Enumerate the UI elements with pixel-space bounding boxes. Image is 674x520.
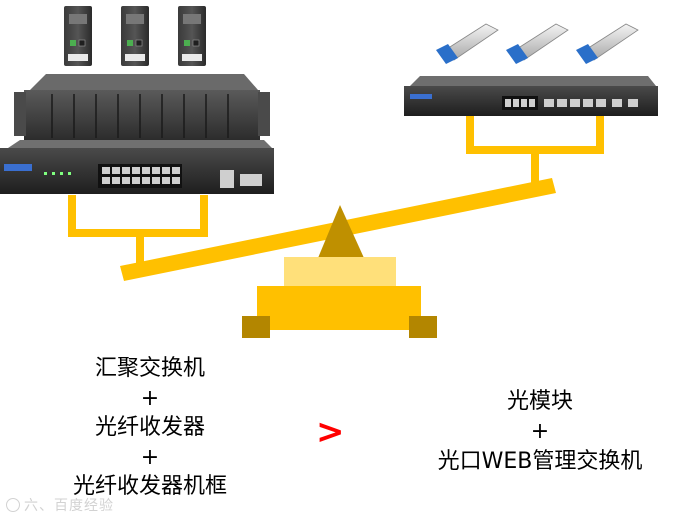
- right-plus-1: +: [530, 419, 550, 444]
- sfp-module-3: [576, 23, 639, 64]
- right-line-web-managed-switch: 光口WEB管理交换机: [437, 449, 643, 474]
- left-pan: [68, 195, 208, 265]
- scale-base: [257, 286, 421, 330]
- scale-pedestal-top: [284, 257, 396, 287]
- sfp-module-group: [436, 23, 639, 64]
- scale-fulcrum: [318, 205, 364, 258]
- left-line-media-converter: 光纤收发器: [94, 415, 205, 440]
- media-converter-3: [178, 6, 206, 66]
- watermark: 六、百度经验: [6, 495, 114, 515]
- optical-web-managed-switch: [404, 76, 658, 116]
- right-pan: [466, 116, 604, 186]
- watermark-text: 六、百度经验: [24, 498, 114, 514]
- media-converter-1: [64, 6, 92, 66]
- left-plus-2: +: [140, 444, 160, 470]
- scale-foot-left: [242, 316, 270, 338]
- comparison-symbol: >: [316, 412, 345, 452]
- right-group-caption: 光模块 + 光口WEB管理交换机: [400, 387, 674, 477]
- left-group-caption: 汇聚交换机 + 光纤收发器 + 光纤收发器机框: [20, 354, 280, 502]
- media-converter-2: [121, 6, 149, 66]
- left-plus-1: +: [140, 385, 160, 411]
- converter-chassis: [14, 74, 270, 142]
- balance-scale: [68, 116, 604, 338]
- left-line-converter-chassis: 光纤收发器机框: [72, 474, 227, 499]
- right-line-sfp-module: 光模块: [506, 389, 573, 414]
- media-converter-group: [64, 6, 206, 66]
- sfp-module-2: [506, 23, 569, 64]
- left-line-aggregation-switch: 汇聚交换机: [94, 356, 205, 381]
- watermark-logo-icon: [6, 498, 20, 512]
- sfp-module-1: [436, 23, 499, 64]
- scale-foot-right: [409, 316, 437, 338]
- aggregation-switch: [0, 140, 274, 194]
